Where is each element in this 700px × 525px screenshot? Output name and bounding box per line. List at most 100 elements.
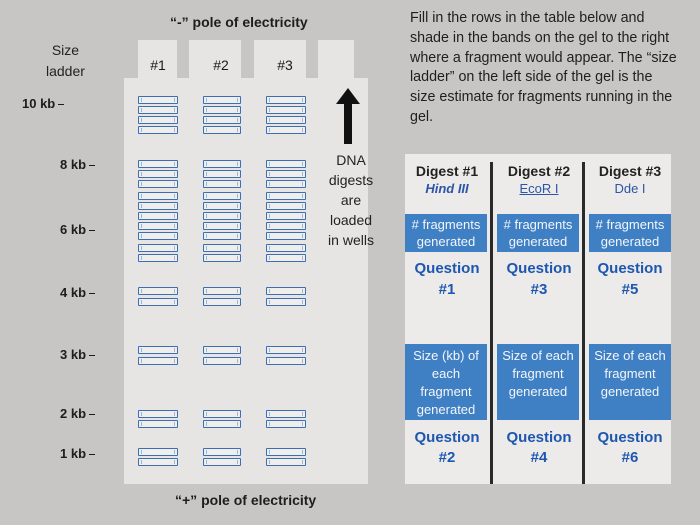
ladder-4kb: 4 kb	[60, 285, 96, 300]
band-slot[interactable]	[266, 298, 306, 306]
question-3[interactable]: Question#3	[506, 260, 572, 298]
band-slot[interactable]	[138, 287, 178, 295]
arrow-up-icon	[336, 88, 360, 144]
band-slot[interactable]	[138, 192, 178, 200]
band-slot[interactable]	[203, 126, 241, 134]
gel-edge-notch	[124, 40, 138, 78]
band-slot[interactable]	[138, 244, 178, 252]
band-slot[interactable]	[138, 346, 178, 354]
band-slot[interactable]	[138, 420, 178, 428]
band-slot[interactable]	[266, 346, 306, 354]
band-slot[interactable]	[203, 254, 241, 262]
band-slot[interactable]	[138, 202, 178, 210]
band-slot[interactable]	[266, 106, 306, 114]
digest-table: Digest #1 Hind III Digest #2 EcoR I Dige…	[405, 154, 671, 484]
band-slot[interactable]	[138, 458, 178, 466]
band-slot[interactable]	[138, 96, 178, 104]
band-slot[interactable]	[138, 357, 178, 365]
negative-pole-label: “-” pole of electricity	[170, 14, 308, 30]
band-slot[interactable]	[203, 192, 241, 200]
band-slot[interactable]	[203, 160, 241, 168]
band-slot[interactable]	[266, 287, 306, 295]
band-slot[interactable]	[266, 458, 306, 466]
band-slot[interactable]	[266, 254, 306, 262]
band-slot[interactable]	[266, 212, 306, 220]
band-slot[interactable]	[138, 222, 178, 230]
band-slot[interactable]	[138, 232, 178, 240]
gel-notch	[241, 40, 254, 78]
band-slot[interactable]	[203, 298, 241, 306]
band-slot[interactable]	[266, 180, 306, 188]
question-1[interactable]: Question#1	[414, 260, 480, 298]
ladder-8kb: 8 kb	[60, 157, 96, 172]
band-slot[interactable]	[203, 357, 241, 365]
band-slot[interactable]	[266, 222, 306, 230]
band-slot[interactable]	[138, 298, 178, 306]
gel-notch	[306, 40, 318, 78]
band-slot[interactable]	[203, 410, 241, 418]
band-slot[interactable]	[203, 116, 241, 124]
band-slot[interactable]	[203, 232, 241, 240]
band-slot[interactable]	[138, 170, 178, 178]
column-divider	[490, 162, 493, 484]
band-slot[interactable]	[203, 448, 241, 456]
band-slot[interactable]	[266, 202, 306, 210]
ladder-2kb: 2 kb	[60, 406, 96, 421]
size-ladder-title: Size ladder	[46, 42, 85, 79]
gel-edge-notch	[354, 40, 368, 78]
band-slot[interactable]	[266, 192, 306, 200]
band-slot[interactable]	[138, 116, 178, 124]
band-slot[interactable]	[266, 232, 306, 240]
band-slot[interactable]	[266, 126, 306, 134]
digest-2-header: Digest #2 EcoR I	[507, 163, 571, 196]
band-slot[interactable]	[138, 212, 178, 220]
well-3-label: #3	[277, 57, 293, 73]
question-5[interactable]: Question#5	[597, 260, 663, 298]
band-slot[interactable]	[266, 420, 306, 428]
gel-notch	[177, 40, 189, 78]
band-slot[interactable]	[266, 410, 306, 418]
band-slot[interactable]	[138, 106, 178, 114]
band-slot[interactable]	[203, 212, 241, 220]
band-slot[interactable]	[266, 448, 306, 456]
band-slot[interactable]	[203, 222, 241, 230]
band-slot[interactable]	[203, 106, 241, 114]
question-2[interactable]: Question#2	[414, 429, 480, 466]
question-4[interactable]: Question#4	[506, 429, 572, 466]
band-slot[interactable]	[266, 116, 306, 124]
band-slot[interactable]	[203, 170, 241, 178]
band-slot[interactable]	[203, 180, 241, 188]
band-slot[interactable]	[266, 357, 306, 365]
column-divider	[582, 162, 585, 484]
band-slot[interactable]	[138, 160, 178, 168]
instructions: Fill in the rows in the table below and …	[410, 10, 677, 125]
band-slot[interactable]	[203, 458, 241, 466]
positive-pole-label: “+” pole of electricity	[175, 492, 317, 508]
ladder-3kb: 3 kb	[60, 347, 96, 362]
band-slot[interactable]	[266, 170, 306, 178]
band-slot[interactable]	[138, 180, 178, 188]
band-slot[interactable]	[138, 410, 178, 418]
band-slot[interactable]	[203, 346, 241, 354]
band-slot[interactable]	[138, 448, 178, 456]
band-slot[interactable]	[203, 287, 241, 295]
band-slot[interactable]	[138, 126, 178, 134]
band-slot[interactable]	[266, 160, 306, 168]
question-6[interactable]: Question#6	[597, 429, 663, 466]
band-slot[interactable]	[266, 244, 306, 252]
band-slot[interactable]	[266, 96, 306, 104]
band-slot[interactable]	[203, 96, 241, 104]
dna-note: DNA digests are loaded in wells	[328, 152, 374, 248]
band-slot[interactable]	[138, 254, 178, 262]
band-slot[interactable]	[203, 202, 241, 210]
band-slot[interactable]	[203, 244, 241, 252]
well-2-label: #2	[213, 57, 229, 73]
band-slot[interactable]	[203, 420, 241, 428]
digest-3-header: Digest #3 Dde I	[598, 163, 662, 196]
